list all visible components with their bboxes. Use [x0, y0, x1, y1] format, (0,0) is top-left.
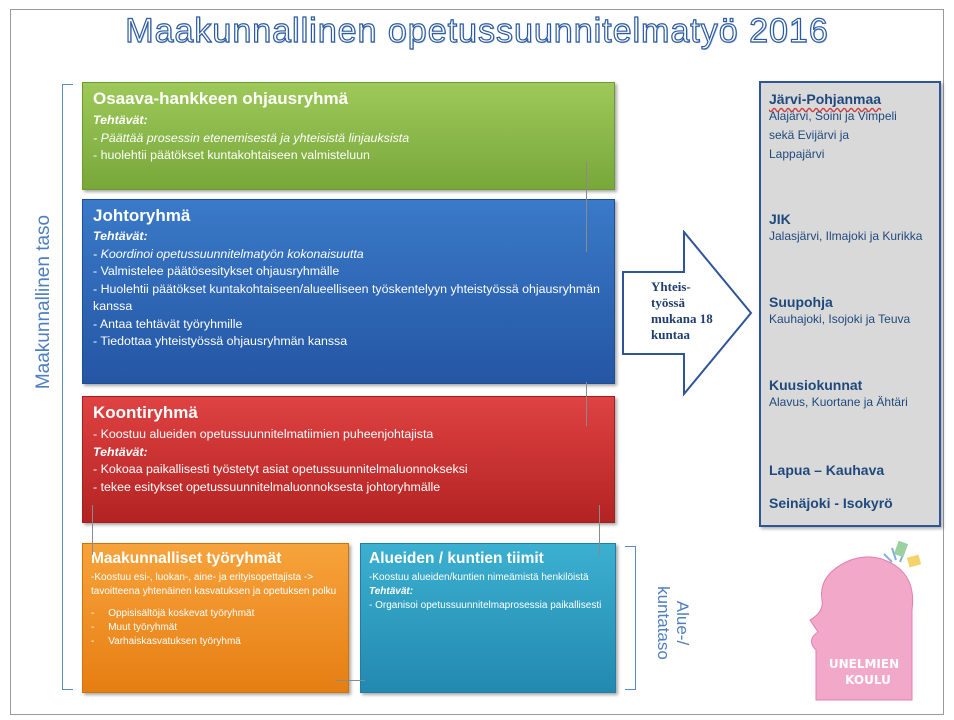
local-teams-task: - Organisoi opetussuunnitelmaprosessia p… [369, 600, 602, 611]
management-task: - Antaa tehtävät työryhmille [93, 316, 243, 331]
management-task: - Tiedottaa yhteistyössä ohjausryhmän ka… [93, 334, 348, 348]
local-level-bracket [625, 546, 636, 690]
province-level-label: Maakunnallinen taso [33, 214, 54, 390]
management-group-heading: Johtoryhmä [93, 206, 191, 225]
workgroups-box: Maakunnalliset työryhmät -Koostuu esi-, … [82, 543, 349, 693]
region-members: Alavus, Kuortane ja Ähtäri [769, 395, 908, 409]
steering-task: - huolehtii päätökset kuntakohtaiseen va… [93, 148, 370, 162]
collection-group-box: Koontiryhmä - Koostuu alueiden opetussuu… [82, 396, 615, 523]
collection-group-heading: Koontiryhmä [93, 403, 198, 422]
unelmien-koulu-logo: UNELMIEN KOULU [796, 540, 934, 702]
region-item: Järvi-Pohjanmaa Alajärvi, Soini ja Vimpe… [769, 91, 899, 164]
region-members: Kauhajoki, Isojoki ja Teuva [769, 312, 911, 326]
local-teams-heading: Alueiden / kuntien tiimit [369, 550, 544, 567]
region-name: Seinäjoki - Isokyrö [769, 495, 893, 511]
collection-task: - tekee esitykset opetussuunnitelmaluonn… [93, 479, 441, 494]
region-members: Jalasjärvi, Ilmajoki ja Kurikka [769, 229, 923, 243]
workgroups-intro: -Koostuu esi-, luokan-, aine- ja erityis… [91, 572, 337, 597]
workgroups-item: - Oppisisältöjä koskevat työryhmät [91, 608, 255, 619]
collection-task: - Kokoaa paikallisesti työstetyt asiat o… [93, 462, 468, 476]
cooperation-arrow-text: Yhteis-työssä mukana 18 kuntaa [651, 279, 713, 342]
region-item: Lapua – Kauhava [769, 462, 934, 478]
management-task: - Koordinoi opetussuunnitelmatyön kokona… [93, 246, 364, 261]
management-tasks-label: Tehtävät: [93, 229, 148, 243]
region-name: JIK [769, 211, 791, 227]
connector-arrow [599, 505, 600, 555]
region-item: Seinäjoki - Isokyrö [769, 495, 934, 511]
workgroups-item: - Muut työryhmät [91, 622, 178, 633]
workgroups-heading: Maakunnalliset työryhmät [91, 550, 282, 567]
steering-group-heading: Osaava-hankkeen ohjausryhmä [93, 89, 349, 108]
workgroups-item: - Varhaiskasvatuksen työryhmä [91, 636, 241, 647]
management-group-box: Johtoryhmä Tehtävät: - Koordinoi opetuss… [82, 199, 615, 384]
regions-panel: Järvi-Pohjanmaa Alajärvi, Soini ja Vimpe… [759, 81, 941, 527]
logo-text-line1: UNELMIEN [829, 657, 899, 671]
management-task: - Valmistelee päätösesitykset ohjausryhm… [93, 264, 340, 278]
connector-arrow [586, 162, 587, 252]
logo-text-line2: KOULU [845, 673, 891, 687]
region-item: JIK Jalasjärvi, Ilmajoki ja Kurikka [769, 211, 929, 246]
logo-illustration: UNELMIEN KOULU [796, 540, 934, 702]
region-name: Kuusiokunnat [769, 377, 863, 393]
connector-arrow [335, 680, 365, 681]
region-name: Järvi-Pohjanmaa [769, 91, 882, 107]
region-members: Alajärvi, Soini ja Vimpeli sekä Evijärvi… [769, 109, 897, 161]
local-teams-tasks-label: Tehtävät: [369, 586, 414, 597]
local-level-label: Alue-/ kuntataso [654, 578, 692, 668]
collection-intro: - Koostuu alueiden opetussuunnitelmatiim… [93, 427, 434, 441]
local-teams-intro: -Koostuu alueiden/kuntien nimeämistä hen… [369, 572, 589, 583]
region-name: Suupohja [769, 294, 833, 310]
steering-group-box: Osaava-hankkeen ohjausryhmä Tehtävät: - … [82, 82, 615, 190]
region-item: Kuusiokunnat Alavus, Kuortane ja Ähtäri [769, 377, 929, 412]
steering-tasks-label: Tehtävät: [93, 113, 148, 127]
page-title: Maakunnallinen opetussuunnitelmatyö 2016 [125, 11, 829, 50]
steering-task: - Päättää prosessin etenemisestä ja yhte… [93, 130, 410, 145]
connector-arrow [92, 505, 93, 555]
cooperation-arrow [622, 230, 753, 396]
management-task: - Huolehtii päätökset kuntakohtaiseen/al… [93, 281, 600, 314]
collection-tasks-label: Tehtävät: [93, 444, 148, 459]
region-name: Lapua – Kauhava [769, 462, 885, 478]
connector-arrow [586, 382, 587, 426]
local-level-label-text: Alue-/ kuntataso [654, 586, 692, 660]
region-item: Suupohja Kauhajoki, Isojoki ja Teuva [769, 294, 929, 329]
local-teams-box: Alueiden / kuntien tiimit -Koostuu aluei… [360, 543, 616, 693]
province-level-bracket [62, 84, 73, 690]
